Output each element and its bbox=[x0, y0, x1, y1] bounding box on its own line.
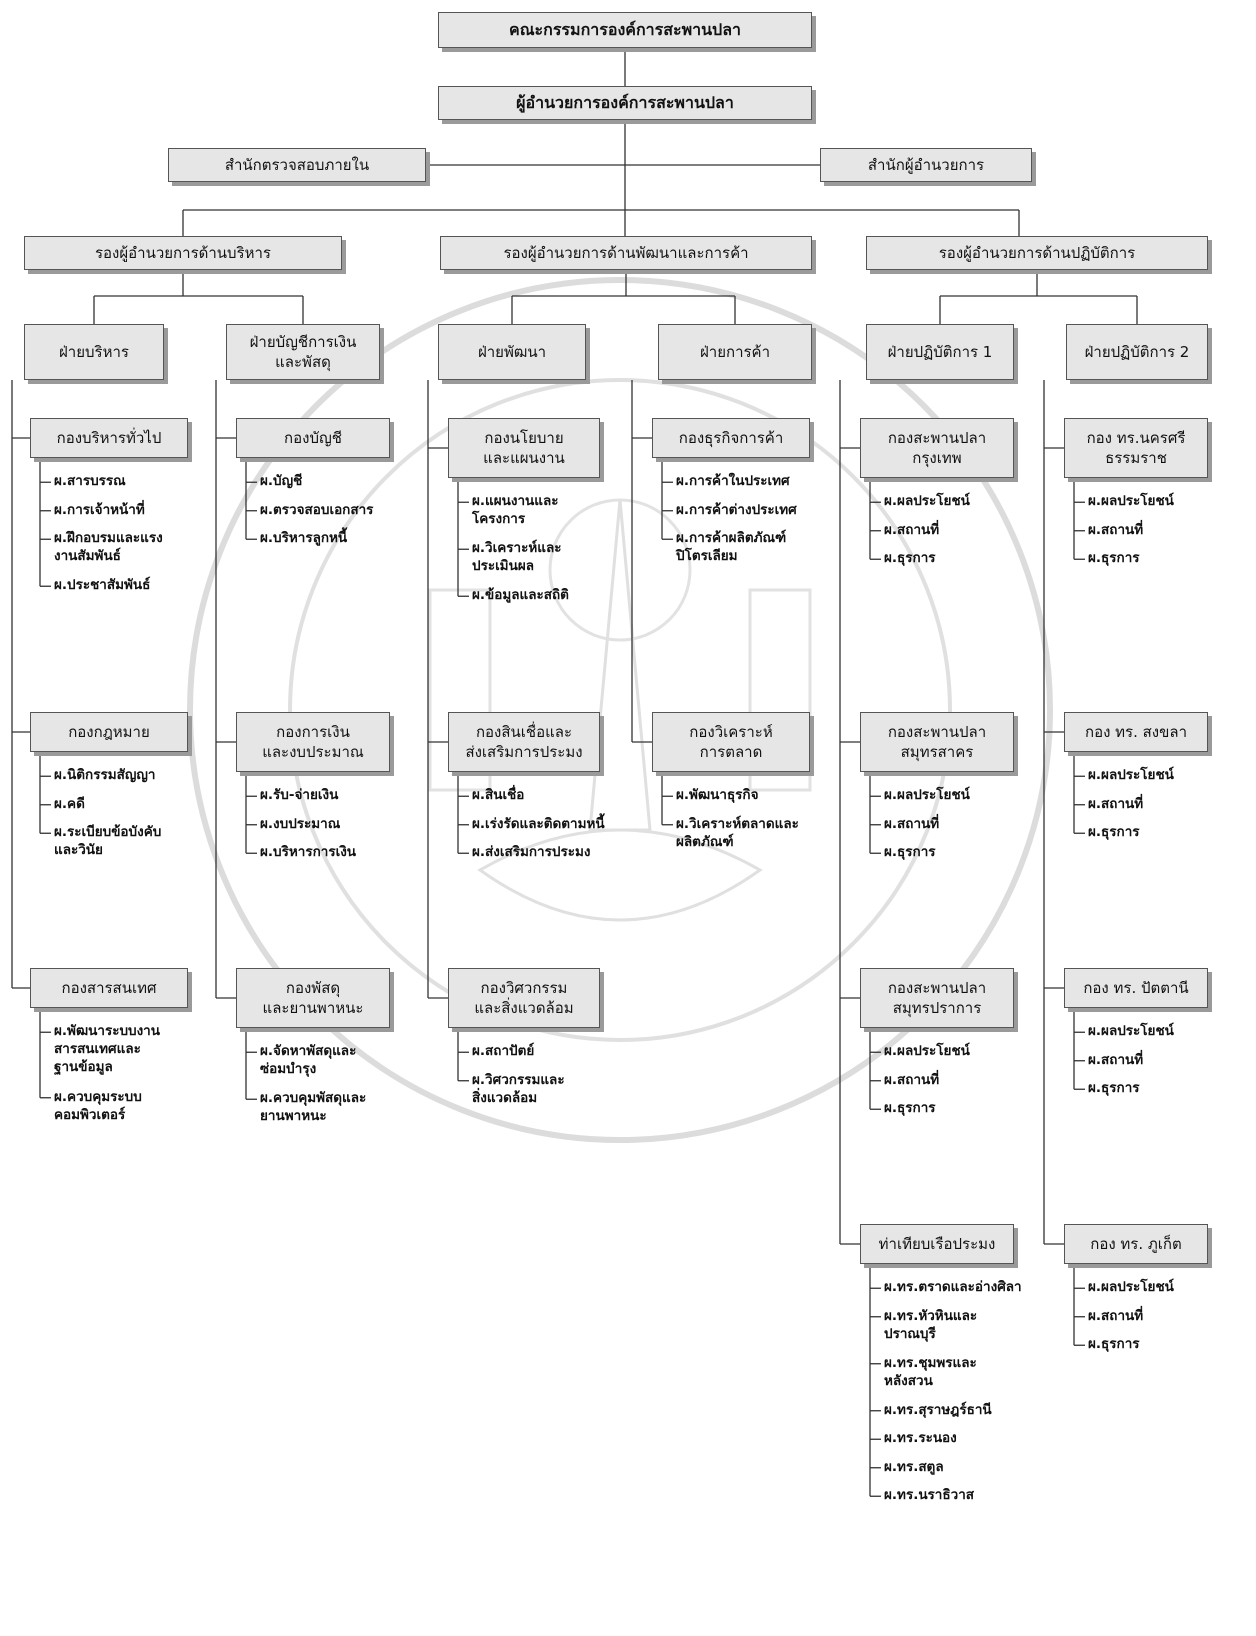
group-box: กองบัญชี bbox=[236, 418, 390, 458]
section-item: ผ.สถานที่ bbox=[1088, 1307, 1144, 1324]
group-box: กองสะพานปลา สมุทรสาคร bbox=[860, 712, 1014, 772]
group-box: กองสะพานปลา กรุงเทพ bbox=[860, 418, 1014, 478]
section-item: ผ.การค้าต่างประเทศ bbox=[676, 501, 797, 518]
section-item: ผ.นิติกรรมสัญญา bbox=[54, 767, 156, 783]
section-item: ผ.สถานที่ bbox=[884, 815, 940, 832]
section-item: ผ.รับ-จ่ายเงิน bbox=[260, 787, 339, 803]
section-item: ผ.ข้อมูลและสถิติ bbox=[472, 587, 569, 603]
section-item: ผ.สถานที่ bbox=[884, 521, 940, 538]
deputy-box: รองผู้อำนวยการด้านบริหาร bbox=[24, 236, 342, 270]
group-box: กองสินเชื่อและ ส่งเสริมการประมง bbox=[448, 712, 600, 772]
section-item: ผ.สถานที่ bbox=[1088, 521, 1144, 538]
section-item: ผ.ทร.หัวหินและ ปราณบุรี bbox=[884, 1307, 978, 1342]
section-item: ผ.ผลประโยชน์ bbox=[884, 787, 970, 803]
group-box: กองสะพานปลา สมุทรปราการ bbox=[860, 968, 1014, 1028]
group-box: กอง ทร.นครศรี ธรรมราช bbox=[1064, 418, 1208, 478]
section-item: ผ.บริหารลูกหนี้ bbox=[260, 530, 348, 546]
section-item: ผ.ประชาสัมพันธ์ bbox=[54, 577, 151, 593]
section-item: ผ.งบประมาณ bbox=[260, 815, 341, 832]
section-item: ผ.วิเคราะห์ตลาดและ ผลิตภัณฑ์ bbox=[676, 815, 799, 850]
section-item: ผ.เร่งรัดและติดตามหนี้ bbox=[472, 815, 605, 832]
section-item: ผ.ฝึกอบรมและแรง งานสัมพันธ์ bbox=[54, 530, 163, 565]
division-box: ฝ่ายการค้า bbox=[658, 324, 812, 380]
deputy-box: รองผู้อำนวยการด้านปฏิบัติการ bbox=[866, 236, 1208, 270]
section-item: ผ.ทร.ระนอง bbox=[884, 1430, 957, 1446]
division-box: ฝ่ายปฏิบัติการ 1 bbox=[866, 324, 1014, 380]
section-item: ผ.ทร.สตูล bbox=[884, 1458, 944, 1475]
division-box: ฝ่ายปฏิบัติการ 2 bbox=[1066, 324, 1208, 380]
section-item: ผ.ทร.ชุมพรและ หลังสวน bbox=[884, 1354, 977, 1389]
section-item: ผ.ทร.สุราษฎร์ธานี bbox=[884, 1401, 992, 1418]
section-item: ผ.ผลประโยชน์ bbox=[1088, 1279, 1174, 1295]
group-box: กอง ทร. ภูเก็ต bbox=[1064, 1224, 1208, 1264]
section-item: ผ.พัฒนาระบบงาน สารสนเทศและ ฐานข้อมูล bbox=[54, 1023, 160, 1076]
section-item: ผ.สถานที่ bbox=[1088, 1051, 1144, 1068]
section-item: ผ.ธุรการ bbox=[1088, 550, 1140, 566]
section-item: ผ.ธุรการ bbox=[884, 1100, 936, 1116]
director-office-box: สำนักผู้อำนวยการ bbox=[820, 148, 1032, 182]
group-box: กอง ทร. ปัตตานี bbox=[1064, 968, 1208, 1008]
section-item: ผ.สารบรรณ bbox=[54, 473, 126, 489]
director-box: ผู้อำนวยการองค์การสะพานปลา bbox=[438, 86, 812, 120]
section-item: ผ.แผนงานและ โครงการ bbox=[472, 493, 559, 528]
section-item: ผ.ธุรการ bbox=[1088, 1080, 1140, 1096]
group-box: ท่าเทียบเรือประมง bbox=[860, 1224, 1014, 1264]
section-item: ผ.จัดหาพัสดุและ ซ่อมบำรุง bbox=[260, 1043, 357, 1078]
section-item: ผ.วิเคราะห์และ ประเมินผล bbox=[472, 540, 562, 575]
section-item: ผ.ธุรการ bbox=[884, 550, 936, 566]
group-box: กองวิศวกรรม และสิ่งแวดล้อม bbox=[448, 968, 600, 1028]
section-item: ผ.ระเบียบข้อบังคับ และวินัย bbox=[54, 824, 162, 859]
section-item: ผ.ผลประโยชน์ bbox=[884, 1043, 970, 1059]
group-box: กองสารสนเทศ bbox=[30, 968, 188, 1008]
section-item: ผ.ควบคุมระบบ คอมพิวเตอร์ bbox=[54, 1088, 142, 1123]
section-item: ผ.สินเชื่อ bbox=[472, 787, 525, 803]
section-item: ผ.การเจ้าหน้าที่ bbox=[54, 501, 145, 518]
group-box: กองการเงิน และงบประมาณ bbox=[236, 712, 390, 772]
section-item: ผ.ตรวจสอบเอกสาร bbox=[260, 501, 374, 518]
section-item: ผ.วิศวกรรมและ สิ่งแวดล้อม bbox=[472, 1071, 565, 1106]
section-item: ผ.ทร.ตราดและอ่างศิลา bbox=[884, 1279, 1022, 1295]
section-item: ผ.ธุรการ bbox=[884, 844, 936, 860]
section-item: ผ.บริหารการเงิน bbox=[260, 844, 357, 860]
section-item: ผ.ธุรการ bbox=[1088, 824, 1140, 840]
group-box: กองกฎหมาย bbox=[30, 712, 188, 752]
division-box: ฝ่ายพัฒนา bbox=[438, 324, 586, 380]
group-box: กองธุรกิจการค้า bbox=[652, 418, 810, 458]
section-item: ผ.สถาปัตย์ bbox=[472, 1043, 535, 1059]
section-item: ผ.ผลประโยชน์ bbox=[1088, 493, 1174, 509]
group-box: กองพัสดุ และยานพาหนะ bbox=[236, 968, 390, 1028]
section-item: ผ.ส่งเสริมการประมง bbox=[472, 844, 591, 860]
section-item: ผ.ผลประโยชน์ bbox=[884, 493, 970, 509]
audit-office-box: สำนักตรวจสอบภายใน bbox=[168, 148, 426, 182]
section-item: ผ.สถานที่ bbox=[884, 1071, 940, 1088]
section-item: ผ.บัญชี bbox=[260, 473, 303, 489]
division-box: ฝ่ายบัญชีการเงิน และพัสดุ bbox=[226, 324, 380, 380]
group-box: กอง ทร. สงขลา bbox=[1064, 712, 1208, 752]
section-item: ผ.ธุรการ bbox=[1088, 1336, 1140, 1352]
section-item: ผ.ผลประโยชน์ bbox=[1088, 1023, 1174, 1039]
section-item: ผ.คดี bbox=[54, 795, 85, 812]
section-item: ผ.ผลประโยชน์ bbox=[1088, 767, 1174, 783]
section-item: ผ.สถานที่ bbox=[1088, 795, 1144, 812]
section-item: ผ.ทร.นราธิวาส bbox=[884, 1487, 975, 1503]
group-box: กองวิเคราะห์ การตลาด bbox=[652, 712, 810, 772]
group-box: กองบริหารทั่วไป bbox=[30, 418, 188, 458]
seal-watermark-icon bbox=[187, 277, 1053, 1143]
section-item: ผ.การค้าในประเทศ bbox=[676, 473, 790, 489]
section-item: ผ.พัฒนาธุรกิจ bbox=[676, 787, 759, 803]
division-box: ฝ่ายบริหาร bbox=[24, 324, 164, 380]
section-item: ผ.การค้าผลิตภัณฑ์ ปิโตรเลียม bbox=[676, 530, 787, 565]
section-item: ผ.ควบคุมพัสดุและ ยานพาหนะ bbox=[260, 1090, 367, 1125]
deputy-box: รองผู้อำนวยการด้านพัฒนาและการค้า bbox=[440, 236, 812, 270]
board-box: คณะกรรมการองค์การสะพานปลา bbox=[438, 12, 812, 48]
group-box: กองนโยบาย และแผนงาน bbox=[448, 418, 600, 478]
